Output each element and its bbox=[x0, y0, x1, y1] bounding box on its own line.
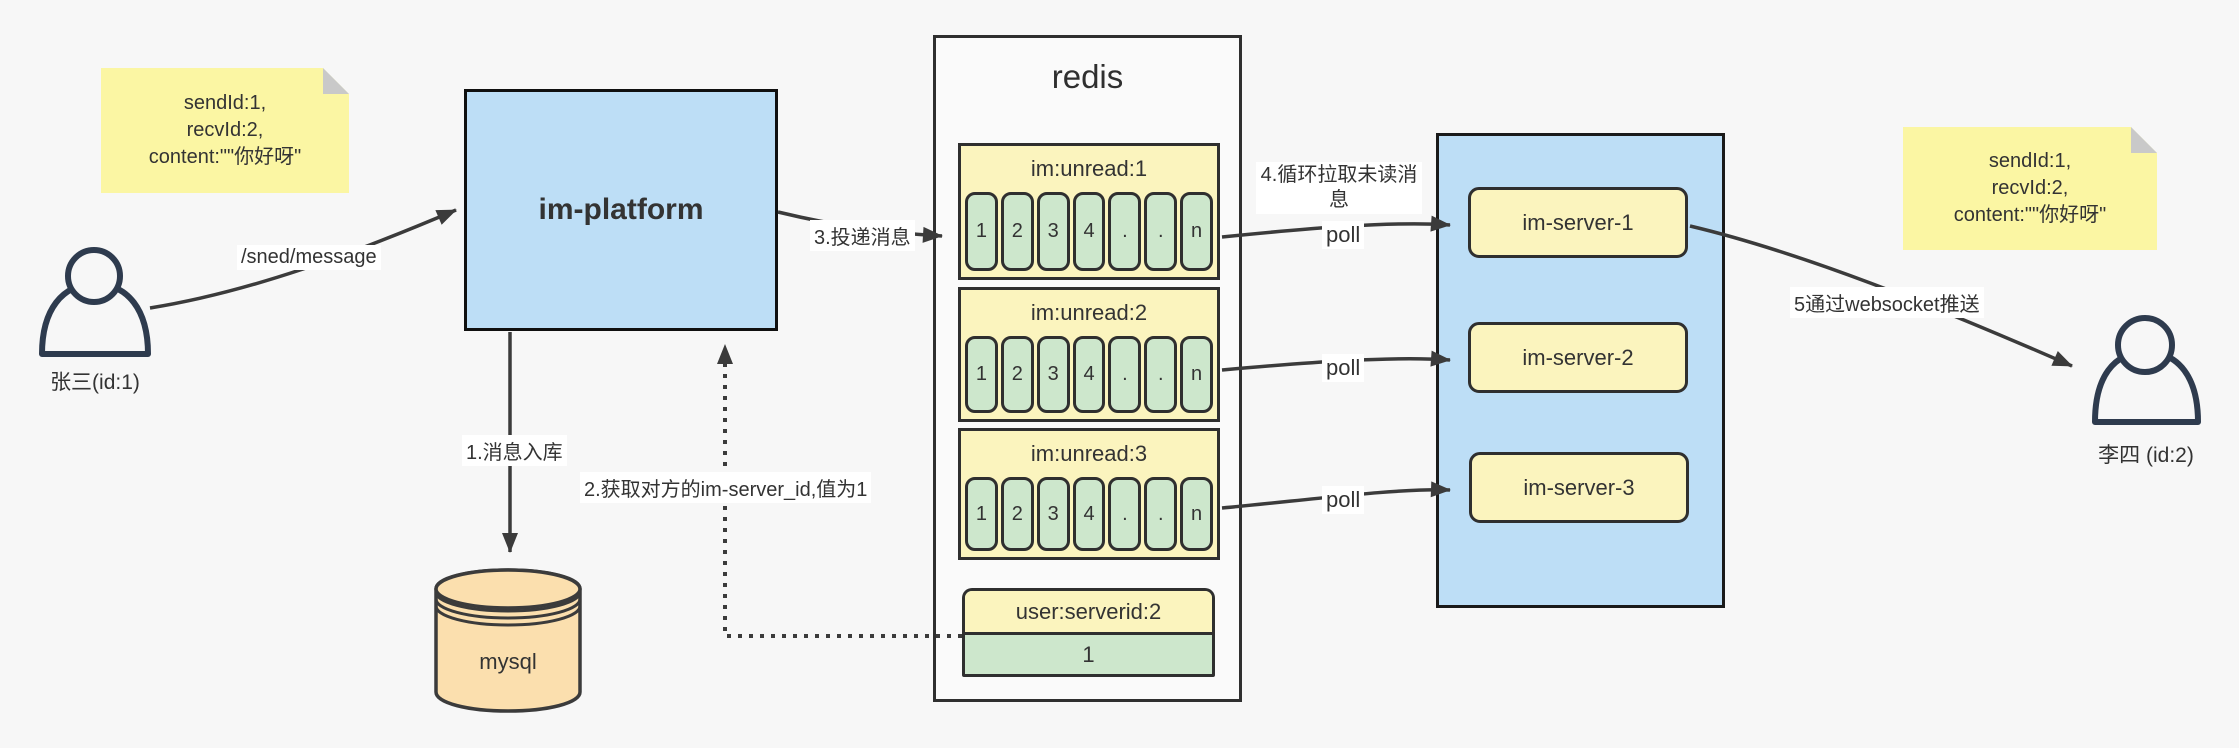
queue-cell: . bbox=[1108, 192, 1142, 271]
mysql-label: mysql bbox=[479, 649, 537, 674]
edge-label-poll-1: poll bbox=[1322, 221, 1365, 249]
kv-box-user-serverid: user:serverid:2 1 bbox=[962, 588, 1215, 677]
im-server-3-box: im-server-3 bbox=[1469, 452, 1689, 523]
queue-cell: n bbox=[1180, 477, 1214, 551]
note-line: recvId:2, bbox=[186, 119, 264, 141]
receiver-person-icon bbox=[2092, 315, 2201, 425]
queue-cell: . bbox=[1108, 336, 1142, 413]
queue-cell: 1 bbox=[965, 477, 998, 551]
queue-cell: 2 bbox=[1000, 192, 1034, 271]
queue-cell: 4 bbox=[1072, 192, 1106, 271]
im-server-label: im-server-2 bbox=[1522, 344, 1634, 370]
note-line: content:""你好呀" bbox=[148, 146, 302, 168]
queue-cell: 1 bbox=[965, 192, 998, 271]
im-server-2-box: im-server-2 bbox=[1468, 322, 1688, 393]
edge-label-send: /sned/message bbox=[237, 245, 381, 270]
queue-block-unread-2: im:unread:2 1 2 3 4 . . n bbox=[958, 287, 1220, 422]
queue-block-unread-3: im:unread:3 1 2 3 4 . . n bbox=[958, 428, 1220, 560]
queue-cell: 2 bbox=[1000, 477, 1034, 551]
im-platform-box: im-platform bbox=[464, 89, 778, 331]
edge-label-step2: 2.获取对方的im-server_id,值为1 bbox=[580, 472, 872, 503]
mysql-database-icon bbox=[434, 568, 582, 713]
queue-title: im:unread:3 bbox=[1030, 441, 1148, 466]
note-line: recvId:2, bbox=[1991, 177, 2069, 199]
queue-cell: 1 bbox=[965, 336, 998, 413]
kv-value: 1 bbox=[1082, 641, 1095, 667]
sender-label: 张三(id:1) bbox=[50, 371, 140, 394]
note-line: sendId:1, bbox=[1988, 150, 2072, 172]
queue-cell: n bbox=[1180, 336, 1214, 413]
note-fold-corner-icon bbox=[323, 68, 349, 94]
im-server-label: im-server-1 bbox=[1522, 209, 1634, 235]
edge-label-step3: 3.投递消息 bbox=[810, 220, 915, 251]
queue-cells: 1 2 3 4 . . n bbox=[965, 336, 1214, 413]
queue-cells: 1 2 3 4 . . n bbox=[965, 192, 1214, 271]
redis-title: redis bbox=[1051, 58, 1124, 95]
queue-cell: . bbox=[1108, 477, 1142, 551]
edge-label-step4: 4.循环拉取未读消息 bbox=[1256, 162, 1422, 214]
queue-cell: 3 bbox=[1036, 336, 1070, 413]
edge-label-step5: 5通过websocket推送 bbox=[1790, 287, 1984, 318]
kv-title: user:serverid:2 bbox=[965, 591, 1212, 635]
queue-cell: . bbox=[1144, 477, 1178, 551]
queue-cell: . bbox=[1144, 192, 1178, 271]
note-fold-corner-icon bbox=[2131, 127, 2157, 153]
im-server-1-box: im-server-1 bbox=[1468, 187, 1688, 258]
queue-cell: 3 bbox=[1036, 192, 1070, 271]
queue-cells: 1 2 3 4 . . n bbox=[965, 477, 1214, 551]
edge-label-poll-2: poll bbox=[1322, 354, 1365, 382]
queue-cell: . bbox=[1144, 336, 1178, 413]
queue-cell: n bbox=[1180, 192, 1214, 271]
queue-cell: 3 bbox=[1036, 477, 1070, 551]
edge-label-poll-3: poll bbox=[1322, 486, 1365, 514]
receiver-label: 李四 (id:2) bbox=[2098, 444, 2194, 467]
note-line: sendId:1, bbox=[183, 92, 267, 114]
im-platform-label: im-platform bbox=[538, 193, 704, 226]
im-server-label: im-server-3 bbox=[1523, 474, 1635, 500]
note-line: content:""你好呀" bbox=[1953, 204, 2107, 226]
queue-cell: 2 bbox=[1000, 336, 1034, 413]
sticky-note-left: sendId:1, recvId:2, content:""你好呀" bbox=[101, 68, 349, 193]
queue-cell: 4 bbox=[1072, 477, 1106, 551]
queue-title: im:unread:1 bbox=[1030, 156, 1148, 181]
queue-cell: 4 bbox=[1072, 336, 1106, 413]
edge-label-step1: 1.消息入库 bbox=[462, 435, 567, 466]
queue-block-unread-1: im:unread:1 1 2 3 4 . . n bbox=[958, 143, 1220, 280]
sticky-note-right: sendId:1, recvId:2, content:""你好呀" bbox=[1903, 127, 2157, 250]
sender-person-icon bbox=[39, 247, 151, 357]
queue-title: im:unread:2 bbox=[1030, 300, 1148, 325]
